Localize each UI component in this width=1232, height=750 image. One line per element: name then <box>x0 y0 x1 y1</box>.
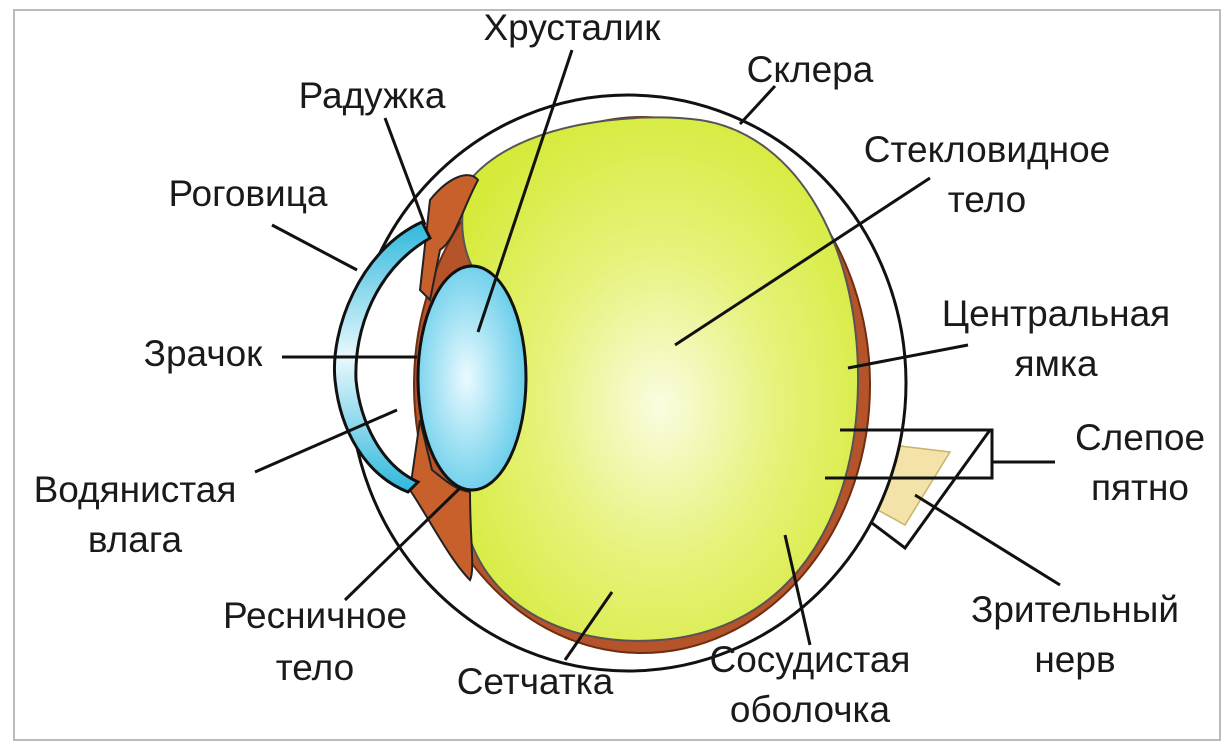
leader-lines <box>254 49 1061 661</box>
leader-iris <box>383 117 427 226</box>
leader-ciliary <box>343 486 462 602</box>
label-choroid-1: Сосудистая <box>710 639 911 680</box>
bracket-blind-spot <box>825 428 994 480</box>
label-sclera: Склера <box>747 49 874 90</box>
leader-fovea <box>847 343 969 370</box>
label-optic-nerve-2: нерв <box>1034 639 1115 680</box>
label-retina: Сетчатка <box>457 661 614 702</box>
label-vitreous-2: тело <box>948 179 1026 220</box>
leader-cornea <box>271 223 358 272</box>
label-iris: Радужка <box>299 75 446 116</box>
label-fovea-2: ямка <box>1014 343 1097 384</box>
leader-lens <box>476 49 574 333</box>
label-aqueous-2: влага <box>88 519 183 560</box>
label-blind-spot-2: пятно <box>1091 467 1189 508</box>
label-pupil: Зрачок <box>144 333 264 374</box>
leader-sclera <box>738 84 777 126</box>
lens <box>416 264 528 492</box>
label-optic-nerve-1: Зрительный <box>971 589 1179 630</box>
label-ciliary-2: тело <box>276 647 354 688</box>
label-blind-spot-1: Слепое <box>1075 417 1205 458</box>
label-cornea: Роговица <box>169 173 328 214</box>
leader-aqueous <box>254 408 398 474</box>
iris-lower <box>408 419 474 582</box>
label-lens: Хрусталик <box>484 7 662 48</box>
iris-upper <box>418 174 480 303</box>
leader-retina <box>563 591 614 661</box>
cornea <box>332 220 432 494</box>
label-ciliary-1: Ресничное <box>223 595 407 636</box>
leader-choroid <box>783 534 812 646</box>
leader-vitreous <box>674 176 931 347</box>
label-aqueous-1: Водянистая <box>34 469 237 510</box>
label-fovea-1: Центральная <box>942 293 1170 334</box>
labels: Хрусталик Склера Радужка Стекловидное те… <box>34 7 1205 730</box>
label-choroid-2: оболочка <box>730 689 891 730</box>
label-vitreous-1: Стекловидное <box>864 129 1111 170</box>
leader-optic-nerve <box>914 493 1061 587</box>
